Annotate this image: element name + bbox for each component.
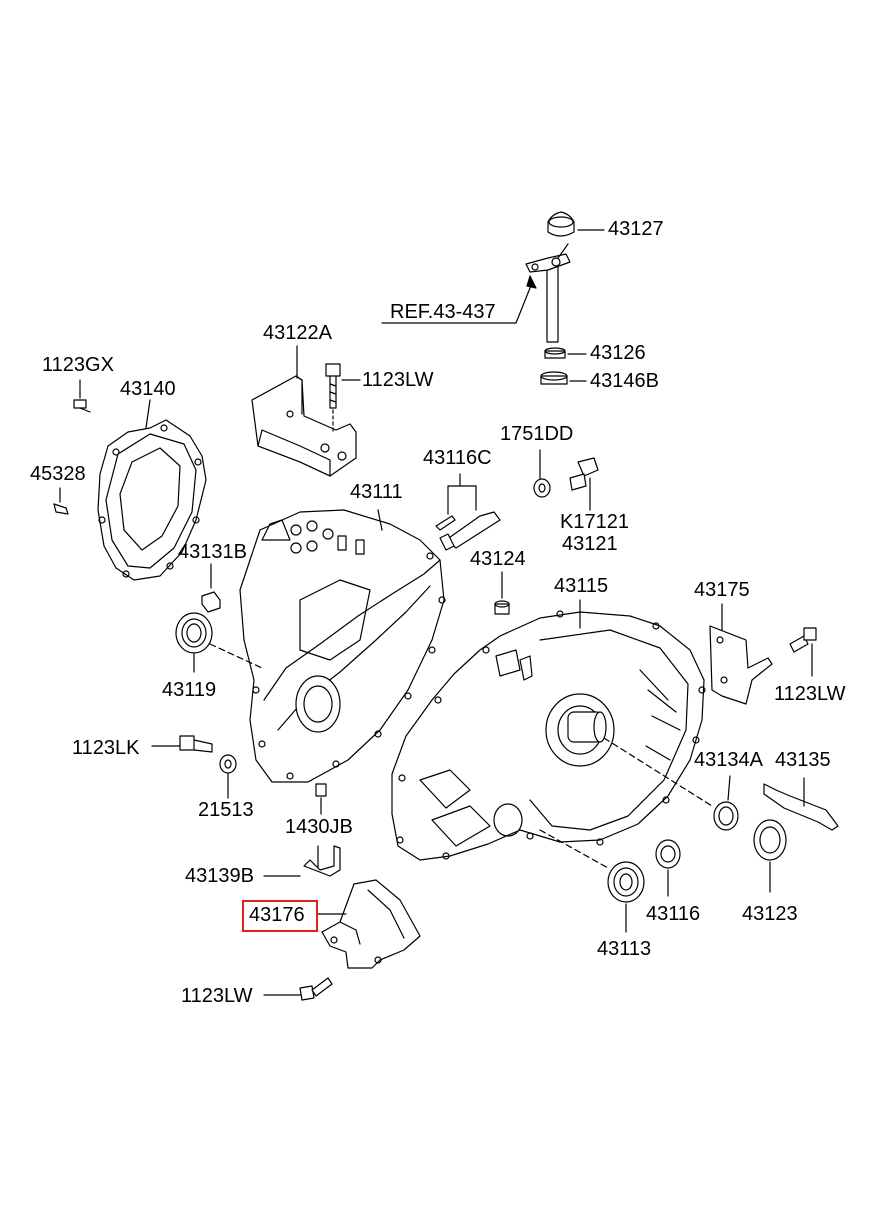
label-43176[interactable]: 43176 (249, 904, 305, 926)
seal-43134a-part (713, 775, 739, 831)
label-1123lw-top: 1123LW (362, 369, 434, 391)
label-43116c: 43116C (423, 447, 492, 469)
washer-1751dd-part (533, 449, 551, 498)
label-1430jb: 1430JB (285, 816, 353, 838)
label-43124: 43124 (470, 548, 526, 570)
bushing-43126-part (544, 347, 587, 359)
label-1123gx: 1123GX (42, 354, 114, 376)
label-k17121: K17121 (560, 511, 629, 533)
cover-43140-part (97, 399, 207, 581)
label-1123lk: 1123LK (72, 737, 140, 759)
label-43126: 43126 (590, 342, 646, 364)
magnet-43131b-part (201, 563, 221, 613)
label-43134a: 43134A (694, 749, 763, 771)
bolt-1123lw-bottom-part (263, 977, 333, 1001)
label-45328: 45328 (30, 463, 86, 485)
bracket-43122a-part (251, 345, 357, 477)
bracket-43175-part (709, 603, 773, 705)
washer-43116-part (655, 839, 681, 897)
shift-lever-part (525, 243, 571, 343)
label-43122a: 43122A (263, 322, 332, 344)
sleeve-43124-part (494, 571, 510, 615)
label-43113: 43113 (597, 938, 652, 960)
label-1123lw-right: 1123LW (774, 683, 846, 705)
label-21513: 21513 (198, 799, 254, 821)
nut-43146b-part (540, 371, 587, 385)
bearing-43113-part (607, 861, 645, 933)
label-43116: 43116 (646, 903, 701, 925)
label-43119: 43119 (162, 679, 217, 701)
label-43140: 43140 (120, 378, 176, 400)
bolt-1123lw-top-part (325, 363, 361, 433)
pin-45328-part (53, 487, 69, 515)
label-43111: 43111 (350, 481, 403, 503)
label-43115: 43115 (554, 575, 609, 597)
washer-21513-part (219, 754, 237, 799)
label-43146b: 43146B (590, 370, 659, 392)
label-ref-43-437: REF.43-437 (390, 301, 496, 323)
label-43135: 43135 (775, 749, 831, 771)
bolt-1123lw-right-part (789, 627, 817, 677)
case-43115-part (391, 599, 713, 869)
plug-k17121-part (569, 457, 599, 511)
ref-arrow (381, 275, 537, 324)
label-1751dd: 1751DD (500, 423, 574, 445)
seal-43119-part (175, 612, 263, 673)
bolt-1123gx-part (73, 379, 91, 413)
rod-43135-part (763, 777, 839, 831)
label-43175: 43175 (694, 579, 750, 601)
label-43121: 43121 (562, 533, 618, 555)
bracket-43139b-part (263, 845, 341, 877)
highlight-box (242, 900, 318, 932)
label-1123lw-bottom: 1123LW (181, 985, 253, 1007)
housing-43111-part (239, 509, 446, 783)
seal-43123-part (753, 819, 787, 893)
shift-cap-part (547, 211, 605, 237)
cover-43176-part (317, 879, 421, 969)
sealant-43116c-part (435, 473, 501, 551)
label-43123: 43123 (742, 903, 798, 925)
label-43131b: 43131B (178, 541, 247, 563)
label-43127: 43127 (608, 218, 664, 240)
bolt-1123lk-part (151, 735, 213, 753)
label-43139b: 43139B (185, 865, 254, 887)
pin-1430jb-part (315, 783, 327, 815)
